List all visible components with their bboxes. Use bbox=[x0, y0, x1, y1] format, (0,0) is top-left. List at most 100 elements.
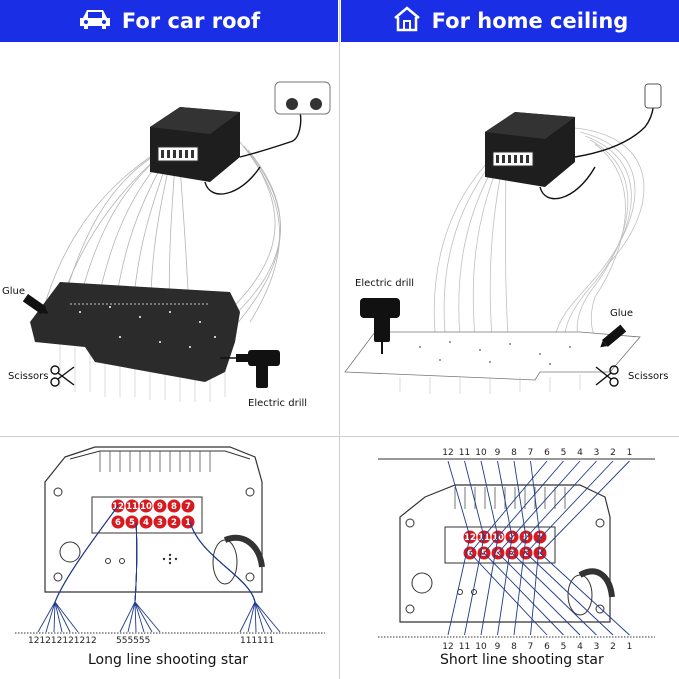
port-8 bbox=[167, 499, 181, 513]
wire-top bbox=[511, 460, 597, 554]
port-label: 2 bbox=[171, 518, 177, 528]
top-number: 3 bbox=[594, 448, 600, 458]
port-label: 3 bbox=[509, 549, 515, 559]
scissors-label-right: Scissors bbox=[628, 371, 669, 382]
caption-long-line: Long line shooting star bbox=[88, 652, 249, 668]
wire-bottom bbox=[469, 552, 548, 636]
glue-icon bbox=[22, 294, 49, 314]
drill-label-right: Electric drill bbox=[355, 278, 415, 289]
wire-bottom bbox=[539, 552, 630, 636]
bottom-number: 11 bbox=[459, 642, 470, 652]
wire-bottom bbox=[447, 536, 471, 636]
bottom-number: 12 bbox=[442, 642, 453, 652]
caption-short-line: Short line shooting star bbox=[440, 652, 604, 668]
top-number: 7 bbox=[528, 448, 534, 458]
wire-bottom bbox=[513, 536, 527, 636]
glue-label-right: Glue bbox=[610, 308, 634, 319]
top-number: 10 bbox=[475, 448, 487, 458]
port-label: 8 bbox=[171, 502, 177, 512]
wire-top bbox=[497, 460, 581, 554]
bottom-number: 9 bbox=[495, 642, 501, 652]
car-roof-illustration bbox=[22, 81, 331, 402]
wire-top bbox=[539, 460, 630, 554]
wire-top bbox=[497, 460, 513, 538]
top-number: 9 bbox=[495, 448, 501, 458]
port-label: 9 bbox=[157, 502, 163, 512]
header-car-roof: For car roof bbox=[0, 0, 338, 42]
port-label: 5 bbox=[129, 518, 135, 528]
wire-bottom bbox=[483, 552, 564, 636]
port-11 bbox=[125, 499, 139, 513]
port-label: 11 bbox=[126, 502, 138, 512]
top-number: 6 bbox=[544, 448, 550, 458]
port-label: 1 bbox=[537, 549, 543, 559]
top-number: 12 bbox=[442, 448, 453, 458]
wire-top bbox=[525, 460, 614, 554]
port-label: 4 bbox=[495, 549, 501, 559]
bottom-number: 8 bbox=[511, 642, 517, 652]
port-7 bbox=[181, 499, 195, 513]
bottom-number: 7 bbox=[528, 642, 534, 652]
wire-top bbox=[447, 460, 471, 538]
glue-icon-right bbox=[600, 324, 627, 348]
wire-bottom bbox=[525, 552, 614, 636]
scissors-icon bbox=[50, 365, 75, 387]
bottom-number: 6 bbox=[544, 642, 550, 652]
bottom-number: 10 bbox=[475, 642, 487, 652]
bottom-number: 3 bbox=[594, 642, 600, 652]
port-label: 4 bbox=[143, 518, 149, 528]
port-label: 2 bbox=[523, 549, 529, 559]
port-3 bbox=[153, 515, 167, 529]
wire-bottom bbox=[511, 552, 597, 636]
wire-top bbox=[464, 460, 485, 538]
bottom-number: 4 bbox=[577, 642, 583, 652]
port-label: 10 bbox=[140, 502, 152, 512]
electric-drill-icon bbox=[220, 350, 280, 388]
port-label: 1 bbox=[185, 518, 191, 528]
port-6 bbox=[111, 515, 125, 529]
vertical-divider bbox=[339, 0, 340, 679]
port-label: 3 bbox=[157, 518, 163, 528]
bottom-number: 2 bbox=[610, 642, 616, 652]
home-ceiling-illustration bbox=[344, 83, 662, 394]
port-label: 12 bbox=[112, 502, 124, 512]
drill-label-left: Electric drill bbox=[248, 398, 308, 409]
top-number: 8 bbox=[511, 448, 517, 458]
group-label-1: 111111 bbox=[240, 636, 274, 646]
port-label: 7 bbox=[185, 502, 191, 512]
port-4 bbox=[139, 515, 153, 529]
top-number: 11 bbox=[459, 448, 470, 458]
bottom-number: 5 bbox=[561, 642, 567, 652]
port-label: 6 bbox=[115, 518, 121, 528]
top-number: 2 bbox=[610, 448, 616, 458]
port-5 bbox=[125, 515, 139, 529]
bottom-number: 1 bbox=[627, 642, 633, 652]
group-label-5: 555555 bbox=[116, 636, 150, 646]
wire-top bbox=[480, 460, 499, 538]
wire-top bbox=[483, 460, 564, 554]
scissors-label-left: Scissors bbox=[8, 371, 49, 382]
header-home-ceiling: For home ceiling bbox=[341, 0, 679, 42]
port-label: 5 bbox=[481, 549, 487, 559]
top-number: 1 bbox=[627, 448, 633, 458]
wire-bottom bbox=[480, 536, 499, 636]
top-number: 5 bbox=[561, 448, 567, 458]
scissors-icon-right bbox=[595, 365, 619, 387]
horizontal-divider bbox=[0, 436, 679, 437]
port-10 bbox=[139, 499, 153, 513]
wire-top bbox=[469, 460, 548, 554]
wire-bottom bbox=[497, 536, 513, 636]
top-number: 4 bbox=[577, 448, 583, 458]
port-2 bbox=[167, 515, 181, 529]
electric-drill-icon-right bbox=[360, 298, 400, 354]
header-right-title: For home ceiling bbox=[431, 9, 629, 33]
group-label-12: 121212121212 bbox=[28, 636, 97, 646]
house-icon bbox=[392, 5, 422, 38]
car-icon bbox=[78, 7, 112, 36]
controller-box-right bbox=[485, 112, 575, 187]
controller-box-left bbox=[150, 107, 240, 182]
port-9 bbox=[153, 499, 167, 513]
port-label: 6 bbox=[467, 549, 473, 559]
